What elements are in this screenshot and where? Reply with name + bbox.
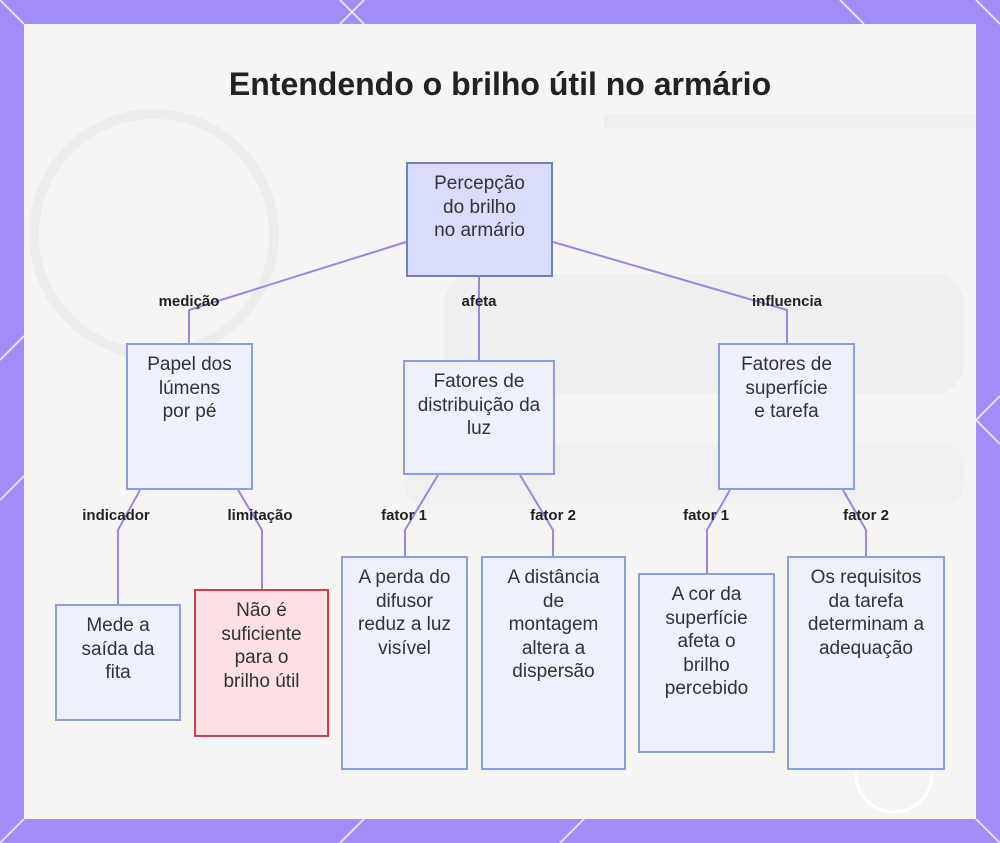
edge-distribution-diffuser — [404, 474, 439, 556]
node-diffuser-label: A perda do difusor reduz a luz visível — [358, 567, 451, 659]
node-requirements-label: Os requisitos da tarefa determinam a ade… — [807, 567, 925, 659]
edge-label-fator2-surface: fator 2 — [843, 507, 889, 524]
edge-label-indicador: indicador — [82, 507, 150, 524]
edge-label-afeta: afeta — [461, 293, 497, 310]
edge-surface-color — [706, 489, 731, 573]
edge-lumens-notenough — [237, 489, 263, 589]
node-surface: Fatores de superfície e tarefa — [718, 343, 855, 490]
diagram-title: Entendendo o brilho útil no armário — [228, 66, 772, 102]
edge-root-lumens — [188, 241, 407, 343]
node-color: A cor da superfície afeta o brilho perce… — [638, 573, 775, 753]
node-measures-label: Mede a saída da fita — [81, 615, 155, 683]
node-color-label: A cor da superfície afeta o brilho perce… — [664, 584, 749, 699]
node-root-label: Percepção do brilho no armário — [434, 173, 525, 241]
edge-label-limitacao: limitação — [227, 507, 293, 524]
node-lumens-label: Papel dos lúmens por pé — [147, 354, 232, 422]
node-not-enough: Não é suficiente para o brilho útil — [194, 589, 329, 737]
node-distribution-label: Fatores de distribuição da luz — [417, 371, 541, 439]
node-root: Percepção do brilho no armário — [406, 162, 553, 277]
edge-distribution-distance — [519, 474, 554, 556]
node-distance: A distância de montagem altera a dispers… — [481, 556, 626, 770]
node-measures: Mede a saída da fita — [55, 604, 181, 721]
node-distribution: Fatores de distribuição da luz — [403, 360, 555, 475]
node-diffuser: A perda do difusor reduz a luz visível — [341, 556, 468, 770]
node-distance-label: A distância de montagem altera a dispers… — [507, 567, 600, 682]
edge-label-fator1-distribution: fator 1 — [381, 507, 427, 524]
edge-label-medicao: medição — [158, 293, 220, 310]
edge-surface-requirements — [842, 489, 867, 556]
edge-label-fator1-surface: fator 1 — [683, 507, 729, 524]
node-requirements: Os requisitos da tarefa determinam a ade… — [787, 556, 945, 770]
node-surface-label: Fatores de superfície e tarefa — [741, 354, 832, 422]
node-lumens: Papel dos lúmens por pé — [126, 343, 253, 490]
node-not-enough-label: Não é suficiente para o brilho útil — [221, 600, 302, 692]
edge-label-fator2-distribution: fator 2 — [530, 507, 576, 524]
edge-label-influencia: influencia — [751, 293, 823, 310]
edge-lumens-measures — [117, 489, 141, 604]
edge-root-surface — [552, 241, 788, 343]
